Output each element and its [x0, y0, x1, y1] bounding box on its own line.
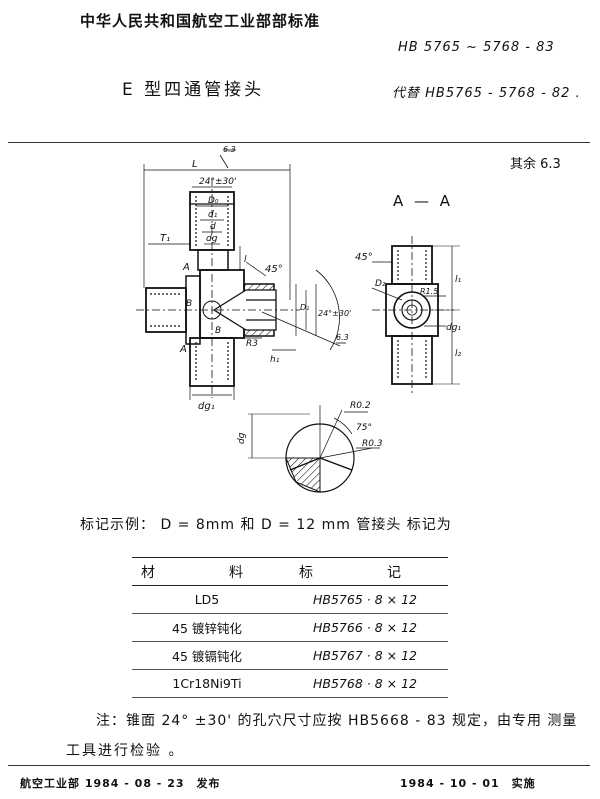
- document-title: E 型四通管接头: [122, 80, 265, 100]
- material-cell: 1Cr18Ni9Ti: [132, 669, 282, 698]
- section-label: A — A: [393, 192, 454, 210]
- marking-cell: HB5768 · 8 × 12: [282, 669, 448, 698]
- dim-l1: l₁: [455, 275, 462, 285]
- dim-L: L: [192, 159, 198, 170]
- material-cell: 45 镀锌钝化: [132, 613, 282, 642]
- header-material: 材 料: [132, 557, 282, 586]
- dim-75: 75°: [356, 423, 372, 433]
- section-mark-A-top: A: [182, 262, 190, 273]
- dim-angle: 24°±30': [199, 177, 236, 187]
- dim-h1: h₁: [270, 355, 280, 365]
- material-cell: 45 镀镉钝化: [132, 641, 282, 670]
- dim-R02: R0.2: [350, 401, 371, 411]
- dim-l: l: [244, 255, 247, 265]
- roughness-mark-top: 6.3: [223, 145, 236, 154]
- marking-cell: HB5767 · 8 × 12: [282, 641, 448, 670]
- marking-table: 材 料 标 记 LD5 HB5765 · 8 × 12 45 镀锌钝化 HB57…: [132, 557, 448, 698]
- table-row: 45 镀锌钝化 HB5766 · 8 × 12: [132, 613, 448, 642]
- main-view: L 24°±30' 6.3 D₀ d₁ d dg l T₁ A A B B 45…: [136, 145, 351, 412]
- table-row: LD5 HB5765 · 8 × 12: [132, 585, 448, 614]
- dim-dg-detail: dg: [237, 432, 247, 444]
- dim-D0: D₀: [208, 196, 219, 206]
- note-line-2: 工具进行检验 。: [66, 743, 185, 759]
- dim-D2: D₂: [375, 279, 386, 289]
- marking-example: 标记示例： D = 8mm 和 D = 12 mm 管接头 标记为: [80, 517, 452, 533]
- section-mark-A-bottom: A: [179, 344, 187, 355]
- replaces-note: 代替 HB5765 - 5768 - 82 .: [392, 86, 581, 101]
- section-view: 45° D₂ R1.5 dg₁ l₁ l₂: [355, 236, 462, 396]
- table-row: 45 镀镉钝化 HB5767 · 8 × 12: [132, 641, 448, 670]
- standard-number: HB 5765 ~ 5768 - 83: [398, 40, 555, 55]
- roughness-note: 其余 6.3: [510, 157, 561, 172]
- marking-cell: HB5765 · 8 × 12: [282, 585, 448, 614]
- dim-d1: d₁: [208, 210, 218, 220]
- section-chamfer-45: 45°: [355, 252, 373, 263]
- label-B-1: B: [186, 299, 192, 309]
- implementation-date: 1984 - 10 - 01 实施: [400, 777, 536, 790]
- dim-dg1-bottom: dg₁: [198, 401, 215, 412]
- dim-dg1-section: dg₁: [446, 323, 461, 333]
- dim-T1: T₁: [160, 233, 170, 244]
- roughness-mark-right: 6.3: [336, 333, 349, 342]
- dim-R03: R0.3: [362, 439, 383, 449]
- table-row: 1Cr18Ni9Ti HB5768 · 8 × 12: [132, 669, 448, 698]
- note-line-1: 注：锥面 24° ±30' 的孔穴尺寸应按 HB5668 - 83 规定，由专用…: [96, 713, 578, 729]
- dim-D1: D₁: [300, 303, 309, 312]
- dim-l2: l₂: [455, 349, 462, 359]
- header-marking: 标 记: [282, 557, 448, 586]
- label-B-2: B: [215, 326, 221, 336]
- dim-angle24: 24°±30': [318, 309, 351, 318]
- header-divider: [8, 142, 590, 143]
- issue-date: 航空工业部 1984 - 08 - 23 发布: [20, 777, 221, 790]
- dim-R3: R3: [246, 339, 258, 349]
- chamfer-45: 45°: [265, 264, 283, 275]
- marking-cell: HB5766 · 8 × 12: [282, 613, 448, 642]
- dim-dg: dg: [206, 234, 218, 244]
- dim-R15: R1.5: [420, 287, 438, 296]
- material-cell: LD5: [132, 585, 282, 614]
- footer-divider: [8, 765, 590, 766]
- table-header-row: 材 料 标 记: [132, 557, 448, 586]
- detail-view: R0.2 75° R0.3 dg: [237, 401, 383, 493]
- dim-d: d: [210, 222, 216, 232]
- issuing-organization: 中华人民共和国航空工业部部标准: [80, 12, 321, 30]
